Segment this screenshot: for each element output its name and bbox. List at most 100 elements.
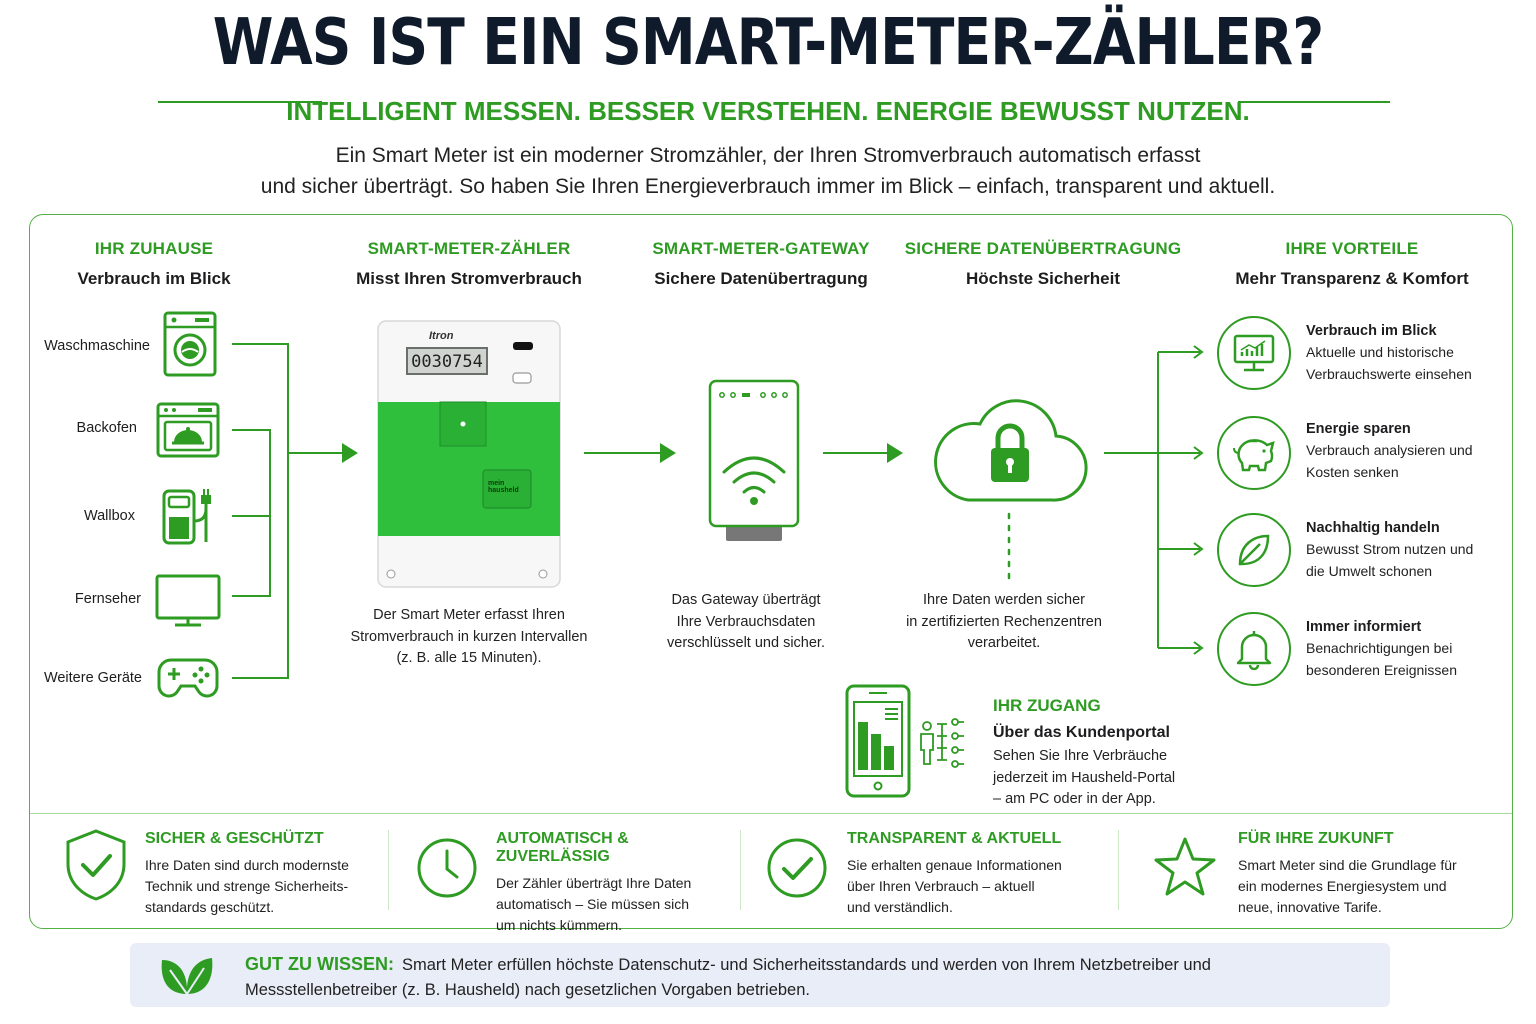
column-home-heading: IHR ZUHAUSE (94, 239, 214, 258)
column-benefits-heading: IHRE VORTEILE (1285, 239, 1419, 258)
feature-3: TRANSPARENT & AKTUELL Sie erhalten genau… (847, 830, 1097, 918)
feature-2: AUTOMATISCH & ZUVERLÄSSIG Der Zähler übe… (496, 830, 736, 936)
feature-separator-1 (388, 830, 389, 910)
cloud-lock-icon (934, 399, 1088, 502)
meter-badge: mein hausheld (488, 480, 519, 494)
feature-1-text: Ihre Daten sind durch modernste Technik … (145, 855, 375, 918)
tv-icon (155, 574, 221, 627)
cloud-dotted-line (1007, 512, 1011, 582)
benefit-3-text-line-1: Bewusst Strom nutzen und (1306, 541, 1474, 557)
info-banner-line-1: GUT ZU WISSEN: Smart Meter erfüllen höchs… (245, 952, 1355, 978)
benefit-3-text: Bewusst Strom nutzen und die Umwelt scho… (1306, 539, 1506, 582)
device-label-washing-machine: Waschmaschine (44, 338, 150, 354)
access-text: Sehen Sie Ihre Verbräuche jederzeit im H… (993, 746, 1233, 811)
check-circle-icon (767, 838, 827, 898)
feature-2-text-line-3: um nichts kümmern. (496, 917, 623, 933)
meter-description-line-3: (z. B. alle 15 Minuten). (396, 650, 542, 666)
benefit-2-title: Energie sparen (1306, 421, 1411, 437)
benefit-4-text: Benachrichtigungen bei besonderen Ereign… (1306, 638, 1506, 681)
feature-4-text-line-1: Smart Meter sind die Grundlage für (1238, 857, 1457, 873)
arrow-meter-to-gateway (584, 443, 676, 463)
access-subheading: Über das Kundenportal (993, 724, 1170, 741)
column-home-header: IHR ZUHAUSE Verbrauch im Blick (4, 239, 304, 289)
info-banner-label: GUT ZU WISSEN: (245, 954, 394, 974)
feature-3-text-line-3: und verständlich. (847, 899, 953, 915)
info-banner-line-2: Messstellenbetreiber (z. B. Hausheld) na… (245, 981, 810, 999)
device-label-oven: Backofen (76, 420, 137, 436)
benefit-3: Nachhaltig handeln Bewusst Strom nutzen … (1306, 520, 1506, 582)
column-benefits-subheading: Mehr Transparenz & Komfort (1235, 269, 1469, 288)
subtitle-divider-right (1238, 101, 1390, 103)
access-section: IHR ZUGANG Über das Kundenportal Sehen S… (993, 696, 1233, 811)
meter-description-line-2: Stromverbrauch in kurzen Intervallen (350, 628, 588, 645)
device-label-tv: Fernseher (74, 591, 141, 607)
benefit-icon-circle-3 (1217, 513, 1291, 587)
subtitle-divider-left (158, 101, 322, 103)
benefit-2: Energie sparen Verbrauch analysieren und… (1306, 421, 1506, 483)
meter-brand: Itron (429, 330, 454, 342)
feature-1-text-line-2: Technik und strenge Sicherheits- (145, 878, 349, 894)
feature-4-text: Smart Meter sind die Grundlage für ein m… (1238, 855, 1488, 918)
feature-1-text-line-3: standards geschützt. (145, 899, 275, 915)
column-transfer-subheading: Höchste Sicherheit (966, 269, 1120, 288)
access-text-line-1: Sehen Sie Ihre Verbräuche (993, 748, 1168, 764)
page-title: WAS IST EIN SMART-METER-ZÄHLER? (212, 6, 1324, 80)
star-icon (1154, 837, 1216, 896)
meter-description: Der Smart Meter erfasst Ihren Stromverbr… (319, 605, 619, 670)
process-panel (29, 214, 1513, 929)
person-network-icon (920, 718, 964, 768)
device-connector-lines (232, 343, 358, 679)
gateway-description-line-2: Ihre Verbrauchsdaten (676, 613, 816, 630)
column-meter-heading: SMART-METER-ZÄHLER (367, 239, 571, 258)
benefit-4: Immer informiert Benachrichtigungen bei … (1306, 619, 1506, 681)
device-label-other: Weitere Geräte (43, 670, 142, 686)
gateway-device (708, 379, 800, 541)
feature-4: FÜR IHRE ZUKUNFT Smart Meter sind die Gr… (1238, 830, 1488, 918)
smart-meter-device: Itron 0030754 mein hausheld (377, 320, 561, 588)
shield-check-icon (66, 829, 126, 901)
benefit-1-text: Aktuelle und historische Verbrauchswerte… (1306, 342, 1506, 385)
benefit-4-text-line-2: besonderen Ereignissen (1306, 661, 1457, 678)
feature-3-text: Sie erhalten genaue Informationen über I… (847, 855, 1097, 918)
access-text-line-2: jederzeit im Hausheld-Portal (993, 769, 1176, 786)
wallbox-icon (162, 489, 211, 545)
cloud-description-line-2: in zertifizierten Rechenzentren (906, 613, 1102, 630)
piggy-bank-icon (1233, 439, 1275, 472)
meter-reading: 0030754 (411, 352, 483, 372)
leaf-icon (1238, 534, 1270, 566)
wifi-icon (722, 456, 786, 494)
column-benefits-header: IHRE VORTEILE Mehr Transparenz & Komfort (1202, 239, 1502, 289)
benefit-3-title: Nachhaltig handeln (1306, 520, 1440, 536)
feature-3-text-line-2: über Ihren Verbrauch – aktuell (847, 878, 1035, 894)
info-banner-line-1-text: Smart Meter erfüllen höchste Datenschutz… (402, 956, 1211, 974)
feature-2-text: Der Zähler überträgt Ihre Daten automati… (496, 873, 736, 936)
benefit-1-text-line-1: Aktuelle und historische (1306, 344, 1454, 360)
benefit-4-title: Immer informiert (1306, 619, 1422, 635)
benefit-icon-circle-2 (1217, 416, 1291, 490)
column-gateway-heading: SMART-METER-GATEWAY (652, 239, 870, 258)
access-text-line-3: – am PC oder in der App. (993, 791, 1156, 807)
benefit-icon-circle-1 (1217, 316, 1291, 390)
benefit-2-text-line-1: Verbrauch analysieren und (1306, 442, 1473, 458)
feature-3-text-line-1: Sie erhalten genaue Informationen (847, 857, 1062, 873)
gamepad-icon (157, 658, 219, 698)
feature-2-text-line-1: Der Zähler überträgt Ihre Daten (496, 875, 692, 891)
column-gateway-header: SMART-METER-GATEWAY Sichere Datenübertra… (611, 239, 911, 289)
page-subtitle: INTELLIGENT MESSEN. BESSER VERSTEHEN. EN… (286, 96, 1250, 126)
benefit-1-title: Verbrauch im Blick (1306, 323, 1437, 339)
benefit-4-text-line-1: Benachrichtigungen bei (1306, 640, 1453, 656)
gateway-description-line-3: verschlüsselt und sicher. (667, 635, 825, 651)
cloud-description-line-3: verarbeitet. (967, 635, 1041, 651)
intro-line-2: und sicher überträgt. So haben Sie Ihren… (260, 175, 1276, 198)
info-banner-text: GUT ZU WISSEN: Smart Meter erfüllen höchs… (245, 952, 1355, 1003)
column-home-subheading: Verbrauch im Blick (77, 269, 231, 288)
arrow-gateway-to-cloud (823, 443, 903, 463)
info-banner (130, 943, 1390, 1007)
feature-4-text-line-3: neue, innovative Tarife. (1238, 899, 1382, 915)
feature-4-text-line-2: ein modernes Energiesystem und (1238, 878, 1447, 894)
benefit-icon-circle-4 (1217, 612, 1291, 686)
washing-machine-icon (163, 311, 217, 377)
intro-text: Ein Smart Meter ist ein moderner Stromzä… (0, 140, 1536, 202)
device-label-wallbox: Wallbox (83, 508, 135, 524)
feature-1-title: SICHER & GESCHÜTZT (145, 830, 324, 847)
